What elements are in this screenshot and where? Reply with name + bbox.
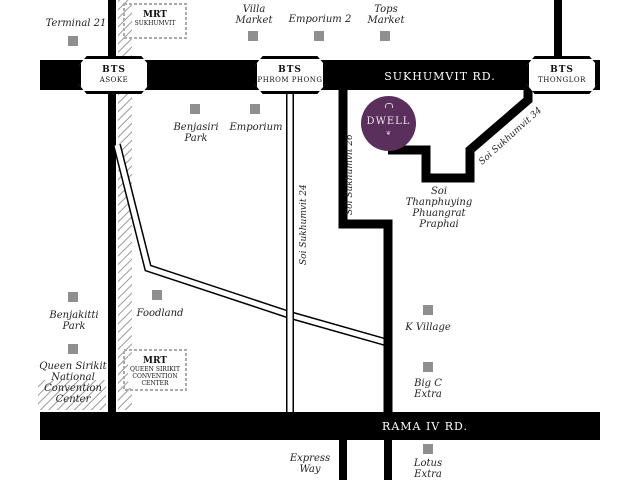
bts-phromphong-line: BTS — [278, 65, 302, 75]
bts-asoke-station[interactable]: BTS ASOKE — [78, 56, 150, 94]
dwell-logo-icon[interactable]: DWELL ❦ — [361, 96, 416, 151]
terminal21-label: Terminal 21 — [45, 18, 107, 29]
soi-34-road — [388, 85, 533, 183]
mrt-sukhumvit-area — [123, 3, 187, 39]
mrt-qsncc-station[interactable]: MRT QUEEN SIRIKIT CONVENTION CENTER — [128, 356, 182, 388]
bts-thonglor-station[interactable]: BTS THONGLOR — [526, 56, 598, 94]
benjasiri-park-label: Benjasiri Park — [173, 122, 219, 144]
villa-market-marker-icon[interactable] — [248, 31, 258, 41]
big-c-label: Big C Extra — [414, 378, 442, 400]
qsncc-label: Queen Sirikit National Convention Center — [39, 361, 107, 405]
rama4-road — [40, 412, 600, 440]
diagonal-road-inner — [114, 144, 386, 345]
tops-market-marker-icon[interactable] — [380, 31, 390, 41]
mrt-sukhumvit-name: SUKHUMVIT — [134, 20, 176, 27]
sukhumvit-road-label: SUKHUMVIT RD. — [384, 70, 495, 83]
benjakitti-park-label: Benjakitti Park — [49, 310, 99, 332]
bts-phromphong-name: PHROM PHONG — [257, 76, 323, 84]
rama4-road-label: RAMA IV RD. — [382, 420, 468, 433]
foodland-label: Foodland — [136, 308, 184, 319]
bts-thonglor-line: BTS — [550, 65, 574, 75]
bts-thonglor-name: THONGLOR — [538, 76, 586, 84]
k-village-label: K Village — [405, 322, 451, 333]
bts-asoke-line: BTS — [102, 65, 126, 75]
dwell-name: DWELL — [366, 116, 411, 127]
mrt-sukhumvit-station[interactable]: MRT SUKHUMVIT — [134, 10, 176, 34]
dwell-ornament-icon: ❦ — [385, 130, 392, 137]
terminal21-marker-icon[interactable] — [68, 36, 78, 46]
k-village-marker-icon[interactable] — [423, 305, 433, 315]
lotus-marker-icon[interactable] — [423, 444, 433, 454]
dwell-crest-icon — [385, 103, 393, 108]
soi-thanphuying-label: Soi Thanphuying Phuangrat Praphai — [405, 186, 473, 230]
mrt-qsncc-name: QUEEN SIRIKIT CONVENTION CENTER — [129, 366, 181, 387]
mrt-qsncc-line: MRT — [143, 356, 167, 366]
qsncc-area — [38, 380, 106, 410]
emporium2-label: Emporium 2 — [288, 14, 352, 25]
soi-26-label: Soi Sukhumvit 26 — [345, 134, 355, 215]
bts-phromphong-station[interactable]: BTS PHROM PHONG — [254, 56, 326, 94]
tops-market-label: Tops Market — [367, 4, 405, 26]
emporium-marker-icon[interactable] — [250, 104, 260, 114]
qsncc-marker-icon[interactable] — [68, 344, 78, 354]
benjasiri-park-marker-icon[interactable] — [190, 104, 200, 114]
bts-asoke-name: ASOKE — [99, 76, 129, 84]
big-c-marker-icon[interactable] — [423, 362, 433, 372]
soi-24-label: Soi Sukhumvit 24 — [299, 184, 309, 265]
mrt-qsncc-area — [123, 349, 187, 391]
foodland-marker-icon[interactable] — [152, 290, 162, 300]
soi-26-road — [338, 85, 393, 412]
emporium2-marker-icon[interactable] — [314, 31, 324, 41]
emporium-label: Emporium — [229, 122, 283, 133]
benjakitti-park-marker-icon[interactable] — [68, 292, 78, 302]
lotus-label: Lotus Extra — [413, 458, 443, 480]
villa-market-label: Villa Market — [235, 4, 273, 26]
express-way-label: Express Way — [289, 453, 331, 475]
mrt-rail-band — [118, 0, 132, 410]
mrt-sukhumvit-line: MRT — [143, 10, 167, 20]
